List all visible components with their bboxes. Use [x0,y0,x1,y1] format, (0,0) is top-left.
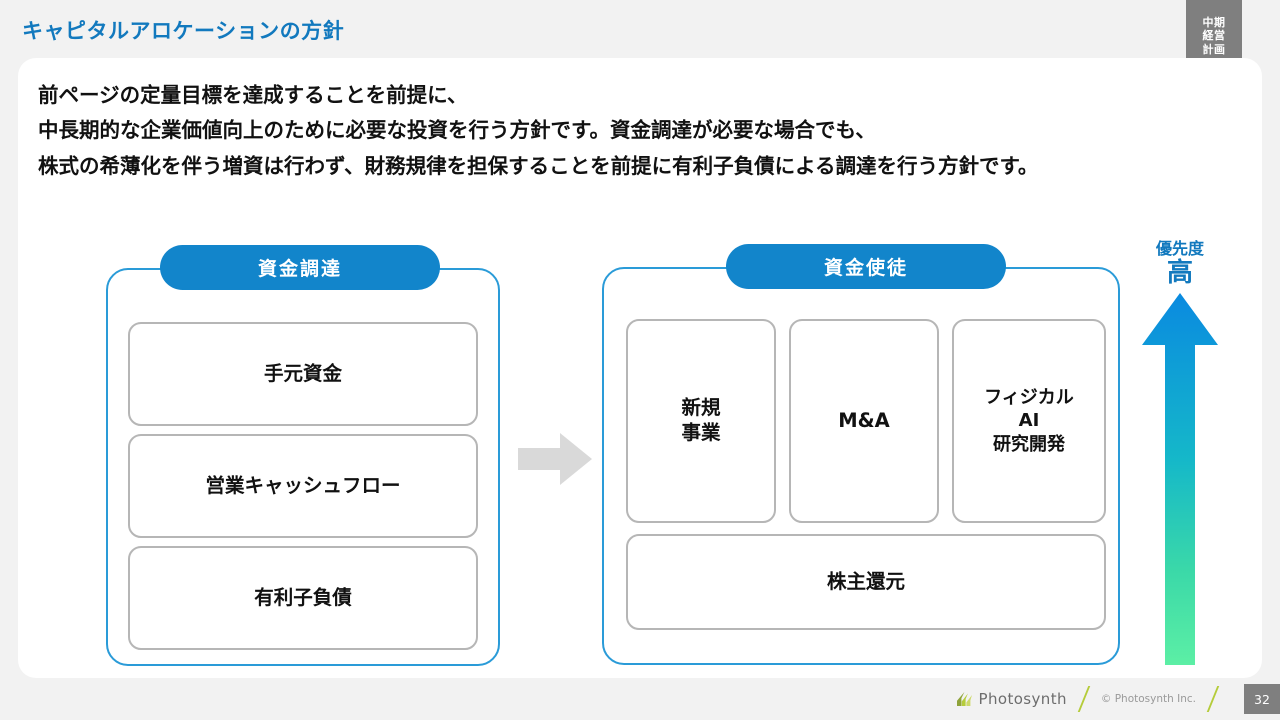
leaf-logo-icon [956,691,972,706]
card-interest-bearing-debt[interactable]: 有利子負債 [128,546,478,650]
content-panel: 前ページの定量目標を達成することを前提に、 中長期的な企業価値向上のために必要な… [18,58,1262,678]
priority-label: 優先度 高 [1130,239,1230,288]
footer-divider-1 [1077,686,1091,712]
priority-level-text: 高 [1166,257,1193,288]
card-shareholder-return[interactable]: 株主還元 [626,534,1106,630]
flow-arrow-icon [518,433,592,485]
brand-logo: Photosynth [955,690,1067,709]
chapter-badge-line-3: 計画 [1202,42,1226,56]
card-physical-ai-rnd[interactable]: フィジカル AI 研究開発 [952,319,1106,523]
copyright-text: © Photosynth Inc. [1100,693,1196,705]
chapter-badge-line-1: 中期 [1202,15,1226,29]
card-cash-on-hand[interactable]: 手元資金 [128,322,478,426]
footer-divider-2 [1206,686,1220,712]
capital-allocation-diagram: 資金調達 手元資金 営業キャッシュフロー 有利子負債 資金使徒 新規 事業 M&… [18,58,1262,678]
brand-name: Photosynth [978,690,1067,708]
card-new-business[interactable]: 新規 事業 [626,319,776,523]
card-mergers-acquisitions[interactable]: M&A [789,319,939,523]
group-header-usage: 資金使徒 [726,244,1006,289]
lead-paragraph: 前ページの定量目標を達成することを前提に、 中長期的な企業価値向上のために必要な… [38,83,1039,178]
group-header-funding: 資金調達 [160,245,440,290]
priority-up-arrow-icon [1142,293,1218,665]
page-title: キャピタルアロケーションの方針 [22,19,345,43]
footer: Photosynth © Photosynth Inc. 32 [860,678,1280,720]
page-number: 32 [1244,684,1280,714]
chapter-badge-line-2: 経営 [1202,29,1226,43]
priority-label-text: 優先度 [1155,239,1204,258]
card-operating-cash-flow[interactable]: 営業キャッシュフロー [128,434,478,538]
